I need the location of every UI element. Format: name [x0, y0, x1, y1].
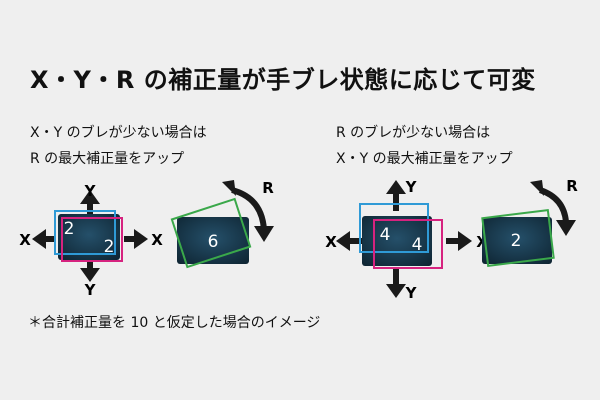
right-rotate-arrowhead-top — [530, 180, 544, 196]
right-r-sensor — [482, 217, 552, 264]
left-y-bottom-label: Y — [84, 281, 97, 299]
left-rotate-arrowhead-top — [222, 180, 236, 196]
right-caption: R のブレが少ない場合は X・Y の最大補正量をアップ — [336, 120, 513, 172]
left-rotate-arrow-body — [231, 187, 267, 231]
right-rotate-arrowhead-bottom — [556, 220, 576, 236]
left-y-top-label: Y — [84, 182, 97, 200]
footnote: ＊合計補正量を 10 と仮定した場合のイメージ — [28, 315, 321, 331]
left-r-label: R — [262, 179, 274, 197]
right-green-frame — [481, 209, 555, 267]
right-x-left-label: X — [325, 233, 337, 251]
right-xy-arrows — [336, 180, 472, 298]
left-x-right-label: X — [151, 231, 163, 249]
left-r-value: 6 — [208, 232, 219, 252]
left-x-left-label: X — [19, 231, 31, 249]
left-xy-group: 2 2 Y Y X X — [19, 182, 163, 299]
left-caption-line2: R の最大補正量をアップ — [30, 151, 185, 167]
left-magenta-frame — [61, 217, 123, 262]
right-rotate-arrow-body — [538, 187, 569, 223]
right-xy-value-2: 4 — [412, 235, 423, 255]
right-y-top-label: Y — [405, 178, 418, 196]
left-caption-line1: X・Y のブレが少ない場合は — [30, 125, 207, 141]
left-blue-frame — [54, 210, 116, 255]
right-blue-frame — [359, 203, 429, 253]
page-title: X・Y・R の補正量が手ブレ状態に応じて可変 — [30, 66, 536, 94]
right-r-group: 2 R — [481, 177, 578, 267]
left-xy-value-1: 2 — [64, 219, 75, 239]
left-r-group: 6 R — [170, 179, 274, 269]
right-r-label: R — [566, 177, 578, 195]
right-caption-line1: R のブレが少ない場合は — [336, 125, 491, 141]
right-r-value: 2 — [511, 231, 522, 251]
left-xy-arrows — [32, 190, 148, 282]
right-xy-value-1: 4 — [380, 225, 391, 245]
left-rotate-arrowhead-bottom — [254, 226, 274, 242]
right-y-bottom-label: Y — [405, 284, 418, 302]
right-sensor — [362, 216, 432, 266]
right-magenta-frame — [373, 219, 443, 269]
right-xy-group: 4 4 Y Y X X — [325, 178, 488, 302]
left-xy-value-2: 2 — [104, 237, 115, 257]
left-sensor — [58, 214, 120, 260]
right-caption-line2: X・Y の最大補正量をアップ — [336, 151, 513, 167]
left-caption: X・Y のブレが少ない場合は R の最大補正量をアップ — [30, 120, 207, 172]
left-green-frame — [170, 197, 252, 269]
